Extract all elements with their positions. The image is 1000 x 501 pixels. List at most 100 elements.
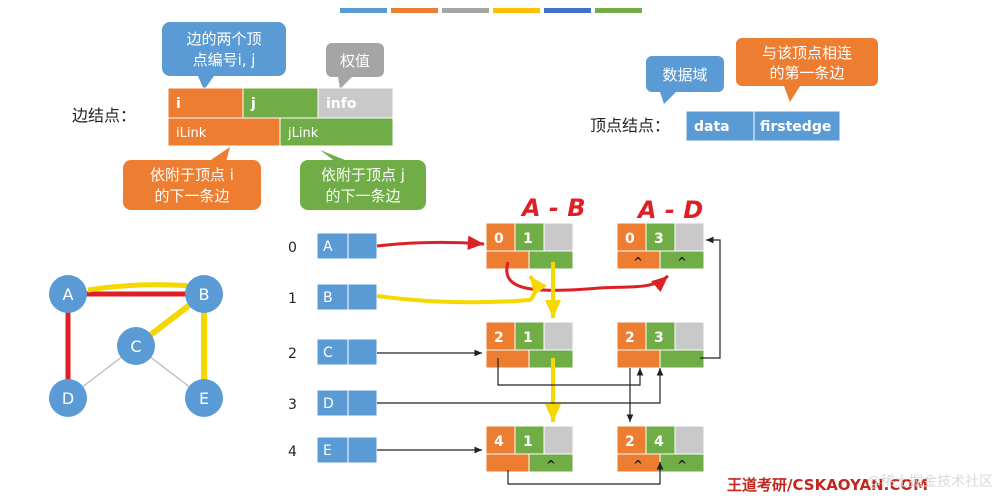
callout-weight: 权值 [326, 43, 384, 89]
edge-i-text: 2 [625, 330, 635, 346]
vertex-index: 4 [288, 444, 297, 460]
edge-j-text: 1 [523, 330, 533, 346]
vertex-firstedge-cell [347, 389, 378, 417]
edge-ilink-cell [616, 349, 661, 369]
field-jlink: jLink [287, 126, 319, 141]
pointer-jlink-2-3 [700, 236, 721, 359]
edge-jlink-cell [659, 250, 705, 270]
edge-jlink-text: ^ [677, 458, 687, 472]
edge-node-2-4: 2 4 ^ ^ [616, 425, 705, 473]
edge-ilink-cell [485, 453, 530, 473]
graph-node-label: A [63, 285, 74, 304]
vertex-firstedge-cell [347, 338, 378, 366]
graph-node-a [49, 275, 87, 313]
edge-i-text: 2 [494, 330, 504, 346]
edge-i-cell [616, 425, 647, 455]
graph-node-label: E [199, 389, 209, 408]
edge-i-text: 0 [625, 231, 635, 247]
callout-ij-line1: 边的两个顶 [186, 30, 261, 48]
edge-jlink-text: ^ [677, 255, 687, 269]
pointer-a-first [376, 235, 485, 250]
edge-ilink-cell [485, 349, 530, 369]
graph-node-label: B [199, 285, 210, 304]
edge-ilink-text: ^ [633, 458, 643, 472]
edge-jlink-cell [659, 349, 705, 369]
palette-swatch [391, 8, 438, 13]
edge-j-cell [514, 222, 545, 252]
edge-i-text: 4 [494, 434, 504, 450]
edge-j-text: 4 [654, 434, 664, 450]
vertex-data-cell [316, 436, 349, 464]
callout-ij-line2: 点编号i, j [193, 51, 256, 69]
edge-j-cell [645, 222, 676, 252]
top-color-palette [340, 8, 642, 13]
watermark: 王道考研/CSKAOYAN.COM [727, 476, 928, 494]
edge-j-text: 3 [654, 231, 664, 247]
overlay-text: @稀土掘金技术社区 [867, 474, 993, 490]
callout-ilink: 依附于顶点 i 的下一条边 [123, 147, 261, 210]
palette-swatch [442, 8, 489, 13]
callout-firstedge-line2: 的第一条边 [769, 64, 844, 82]
edge-i-text: 2 [625, 434, 635, 450]
edge-info-cell [674, 321, 705, 351]
vertex-index: 3 [288, 397, 297, 413]
graph-node-c [117, 327, 155, 365]
palette-swatch [595, 8, 642, 13]
field-info: info [326, 96, 357, 112]
field-j: j [250, 96, 256, 112]
edge-info-cell [543, 321, 574, 351]
vertex-data-text: D [323, 396, 334, 412]
callout-firstedge-line1: 与该顶点相连 [762, 44, 852, 62]
vertex-index: 2 [288, 346, 297, 362]
edge-i-cell [485, 425, 516, 455]
palette-swatch [544, 8, 591, 13]
annotation-a-b: A - B [520, 194, 586, 222]
graph-node-label: D [62, 389, 74, 408]
callout-data-text: 数据域 [662, 66, 707, 84]
edge-j-text: 1 [523, 231, 533, 247]
palette-swatch [493, 8, 540, 13]
pointer-ilink-4-1 [507, 462, 664, 485]
vertex-data-cell [316, 389, 349, 417]
vertex-firstedge-cell [347, 436, 378, 464]
vertex-data-cell [316, 283, 349, 311]
pointer-arrows [376, 235, 721, 485]
callout-data: 数据域 [646, 56, 724, 104]
edge-node-0-3: 0 3 ^ ^ [616, 222, 705, 270]
vertex-index: 1 [288, 291, 297, 307]
edge-ilink-text: ^ [633, 255, 643, 269]
undirected-graph: A B C D E [49, 275, 223, 417]
edge-i-text: 0 [494, 231, 504, 247]
edge-node-label: 边结点： [72, 106, 136, 125]
graph-edge-a-b-yellow [87, 282, 193, 293]
edge-node-legend: i j info iLink jLink [167, 87, 394, 147]
palette-swatch [340, 8, 387, 13]
edge-jlink-cell [528, 453, 574, 473]
vertex-node-legend: data firstedge [685, 110, 841, 142]
callout-ilink-line2: 的下一条边 [154, 187, 229, 205]
edge-info-cell [674, 222, 705, 252]
callout-jlink-line2: 的下一条边 [325, 187, 400, 205]
callout-firstedge: 与该顶点相连 的第一条边 [736, 38, 878, 102]
vertex-firstedge-cell [347, 283, 378, 311]
graph-node-label: C [130, 337, 141, 356]
pointer-d-first [377, 368, 664, 404]
callout-weight-text: 权值 [340, 52, 370, 70]
edge-info-cell [543, 425, 574, 455]
graph-node-e [185, 379, 223, 417]
field-ilink: iLink [176, 126, 207, 141]
edge-i-cell [485, 222, 516, 252]
field-i: i [176, 96, 181, 112]
vertex-index: 0 [288, 240, 297, 256]
vertex-node-label: 顶点结点： [590, 116, 670, 135]
field-firstedge: firstedge [760, 119, 831, 135]
pointer-b-first [376, 274, 547, 305]
vertex-firstedge-cell [347, 232, 378, 260]
pointer-ilink-2-1 [497, 358, 644, 386]
